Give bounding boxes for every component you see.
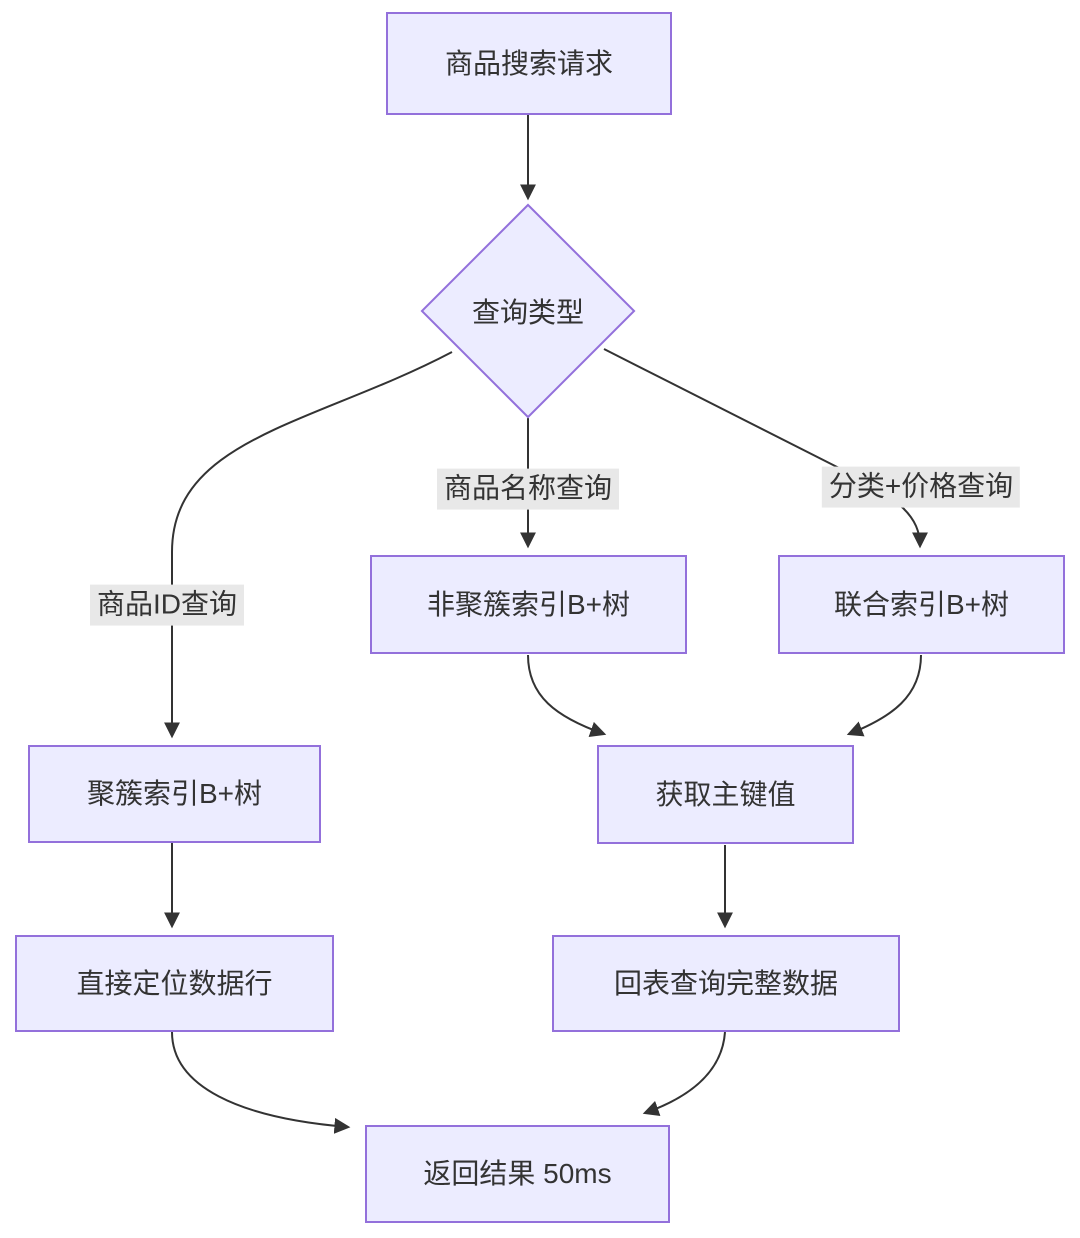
edge-backtable-to-result [642, 1031, 726, 1116]
node-clustered-index: 聚簇索引B+树 [28, 745, 321, 843]
edge-composite-to-getpk [846, 654, 922, 737]
edge-querytype-to-composite [603, 348, 928, 549]
edge-querytype-to-clustered [164, 351, 453, 739]
edge-label-product-name-query: 商品名称查询 [436, 468, 620, 510]
node-composite-index: 联合索引B+树 [778, 555, 1065, 654]
node-result: 返回结果 50ms [365, 1125, 670, 1223]
node-locate-row: 直接定位数据行 [15, 935, 334, 1032]
edge-secondary-to-getpk [527, 654, 607, 737]
diamond-label: 查询类型 [471, 297, 584, 328]
node-get-pk: 获取主键值 [597, 745, 854, 844]
edge-locate-to-result [171, 1031, 351, 1134]
node-start: 商品搜索请求 [386, 12, 672, 115]
edge-label-category-price-query: 分类+价格查询 [821, 466, 1021, 508]
node-secondary-index: 非聚簇索引B+树 [370, 555, 687, 654]
node-back-to-table: 回表查询完整数据 [552, 935, 900, 1032]
node-query-type: 查询类型 [420, 203, 636, 419]
edge-label-product-id-query: 商品ID查询 [89, 584, 245, 626]
